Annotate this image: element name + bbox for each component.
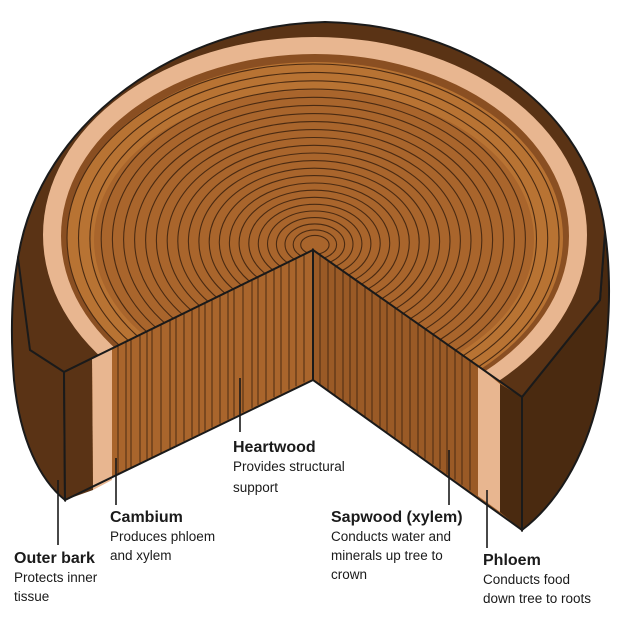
left-cut-bark bbox=[64, 358, 93, 500]
outer-bark-desc-line-1: Protects inner bbox=[14, 570, 98, 585]
heartwood-label: Heartwood Provides structural support bbox=[233, 438, 345, 497]
heartwood-title: Heartwood bbox=[233, 439, 316, 456]
heartwood-desc-line-2: support bbox=[233, 480, 279, 495]
right-cut-phloem bbox=[478, 366, 500, 512]
growth-ring bbox=[77, 71, 549, 397]
cambium-desc-line-2: and xylem bbox=[110, 548, 172, 563]
left-cut-grain bbox=[117, 254, 305, 474]
sapwood-desc-line-3: crown bbox=[331, 567, 368, 582]
heartwood-desc-line-1: Provides structural bbox=[233, 459, 345, 474]
outer-bark-desc-line-2: tissue bbox=[14, 589, 50, 604]
right-cut-bark bbox=[500, 384, 522, 530]
left-cut-phloem bbox=[92, 348, 112, 490]
sapwood-desc-line-1: Conducts water and bbox=[331, 529, 452, 544]
outer-bark-label: Outer bark Protects inner tissue bbox=[14, 549, 97, 606]
outer-bark-title: Outer bark bbox=[14, 550, 95, 567]
sapwood-title: Sapwood (xylem) bbox=[331, 509, 463, 526]
phloem-desc-line-1: Conducts food bbox=[483, 572, 571, 587]
cambium-desc-line-1: Produces phloem bbox=[110, 529, 216, 544]
cambium-label: Cambium Produces phloem and xylem bbox=[110, 508, 215, 565]
phloem-desc-line-2: down tree to roots bbox=[483, 591, 592, 606]
growth-ring bbox=[66, 63, 560, 397]
phloem-label: Phloem Conducts food down tree to roots bbox=[483, 551, 591, 608]
right-cut-grain bbox=[319, 254, 471, 491]
cambium-title: Cambium bbox=[110, 509, 183, 526]
sapwood-label: Sapwood (xylem) Conducts water and miner… bbox=[331, 508, 463, 584]
bark-side-right bbox=[521, 231, 611, 533]
phloem-title: Phloem bbox=[483, 552, 541, 569]
sapwood-desc-line-2: minerals up tree to bbox=[331, 548, 443, 563]
